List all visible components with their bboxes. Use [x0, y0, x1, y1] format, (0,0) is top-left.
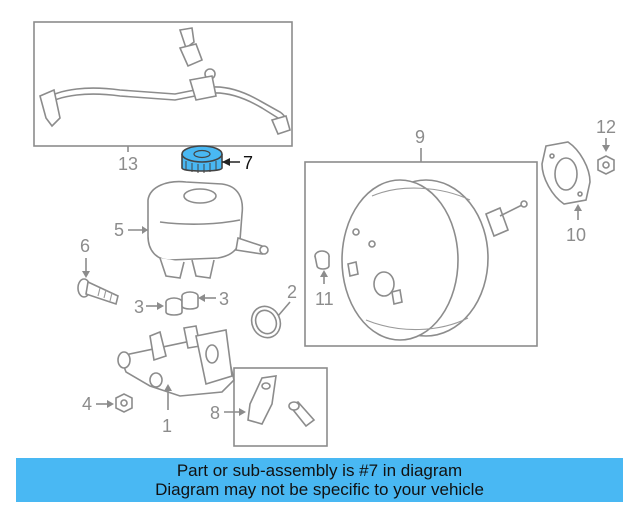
- part-6-shank: [85, 280, 119, 306]
- banner-line-2: Diagram may not be specific to your vehi…: [155, 480, 484, 499]
- part-10-hole-1: [549, 153, 555, 159]
- callout-5: 5: [114, 220, 124, 240]
- part-4-nut: [115, 393, 133, 413]
- leader-5-arrowhead: [142, 226, 148, 234]
- part-6-thread: [97, 287, 113, 302]
- part-8-bracket-body: [247, 375, 277, 425]
- part-13-left-connector: [39, 88, 61, 128]
- part-10-hole-2: [577, 191, 583, 197]
- part-9-brake-booster: [341, 179, 528, 341]
- callout-8: 8: [210, 403, 220, 423]
- callout-9: 9: [415, 127, 425, 147]
- part-8-bracket: [247, 375, 316, 428]
- leader-12-arrowhead: [602, 145, 610, 152]
- part-10-gasket: [541, 141, 591, 205]
- grommet-right-body: [181, 296, 199, 310]
- leader-3b-arrowhead: [198, 294, 205, 302]
- part-1-master-cylinder: [117, 325, 235, 397]
- part-9-pushrod-end: [520, 200, 528, 208]
- part-10-gasket-hole: [554, 157, 578, 191]
- callout-12: 12: [596, 117, 616, 137]
- callout-6: 6: [80, 236, 90, 256]
- part-2-seal: [250, 305, 282, 339]
- part-1-flange: [195, 329, 233, 386]
- grommet-left-body: [165, 302, 183, 316]
- callout-7: 7: [243, 153, 253, 173]
- part-12-nut-hole: [602, 161, 610, 169]
- callout-4: 4: [82, 394, 92, 414]
- part-13-frame: [33, 21, 293, 147]
- callout-11: 11: [315, 289, 334, 309]
- leader-10-arrowhead: [574, 204, 582, 211]
- part-5-nipple: [235, 236, 263, 255]
- leader-1-arrowhead: [164, 384, 172, 391]
- part-13-check-valve: [188, 75, 217, 101]
- part-5-filler-neck: [183, 188, 217, 204]
- part-1-outlet: [149, 372, 163, 388]
- part-9-bolt-1: [352, 228, 360, 236]
- leader-7-arrowhead: [222, 158, 230, 166]
- leader-8-arrowhead: [239, 408, 246, 416]
- leader-3a-arrowhead: [157, 302, 164, 310]
- part-9-pushrod-boot: [484, 206, 510, 238]
- part-9-stud-1: [347, 261, 359, 277]
- part-4-nut-hole: [120, 399, 128, 407]
- part-1-flange-hole: [205, 344, 219, 364]
- part-13-clip-top: [178, 27, 195, 50]
- callout-3a: 3: [134, 297, 144, 317]
- part-9-rib-2: [365, 317, 469, 331]
- part-9-shell-front: [341, 179, 459, 341]
- part-7-reservoir-cap: [181, 145, 223, 173]
- part-5-outlet-left: [159, 257, 185, 279]
- part-5-seam: [159, 219, 241, 225]
- info-banner: Part or sub-assembly is #7 in diagram Di…: [16, 458, 623, 502]
- part-4-nut-hex: [115, 393, 133, 413]
- part-1-port-left: [149, 330, 167, 362]
- part-11-grommet: [314, 250, 330, 270]
- part-7-cap-center: [193, 149, 211, 159]
- part-5-nipple-end: [259, 245, 269, 255]
- part-9-rib-1: [371, 187, 471, 201]
- part-2-seal-outer: [250, 305, 282, 339]
- part-12-nut: [597, 155, 615, 175]
- callout-3b: 3: [219, 289, 229, 309]
- callout-1: 1: [162, 416, 172, 436]
- part-6-bolt: [77, 278, 119, 306]
- part-13-clip-mid: [178, 43, 204, 68]
- part-13-vacuum-hose-group: [33, 21, 293, 147]
- callout-2: 2: [287, 282, 297, 302]
- part-8-frame: [233, 367, 328, 447]
- callout-13: 13: [118, 154, 138, 174]
- part-11-body: [314, 255, 330, 270]
- leader-2: [277, 301, 291, 317]
- part-9-bolt-2: [368, 240, 376, 248]
- part-5-reservoir: [147, 180, 269, 279]
- part-5-outlet-right: [191, 259, 215, 279]
- banner-line-1: Part or sub-assembly is #7 in diagram: [176, 461, 463, 480]
- part-13-hose-inner: [43, 92, 279, 119]
- part-2-seal-inner: [254, 309, 278, 335]
- part-1-end-cap: [117, 351, 131, 369]
- callout-10: 10: [566, 225, 586, 245]
- leader-6-arrowhead: [82, 271, 90, 278]
- leader-11-arrowhead: [320, 270, 328, 277]
- part-9-pushrod: [499, 203, 525, 217]
- part-8-bracket-hole: [261, 382, 271, 390]
- leader-4-arrowhead: [107, 400, 114, 408]
- part-3-grommet-left: [165, 297, 183, 316]
- part-9-center-boss: [373, 271, 395, 297]
- part-12-nut-hex: [597, 155, 615, 175]
- part-9-stud-2: [391, 289, 403, 305]
- part-7-cap-ribs: [185, 161, 217, 173]
- part-13-hose: [43, 86, 287, 129]
- part-3-grommet-right: [181, 291, 199, 310]
- part-8-bolt-head: [288, 401, 300, 411]
- part-13-right-end: [270, 115, 291, 135]
- part-10-gasket-outer: [541, 141, 591, 205]
